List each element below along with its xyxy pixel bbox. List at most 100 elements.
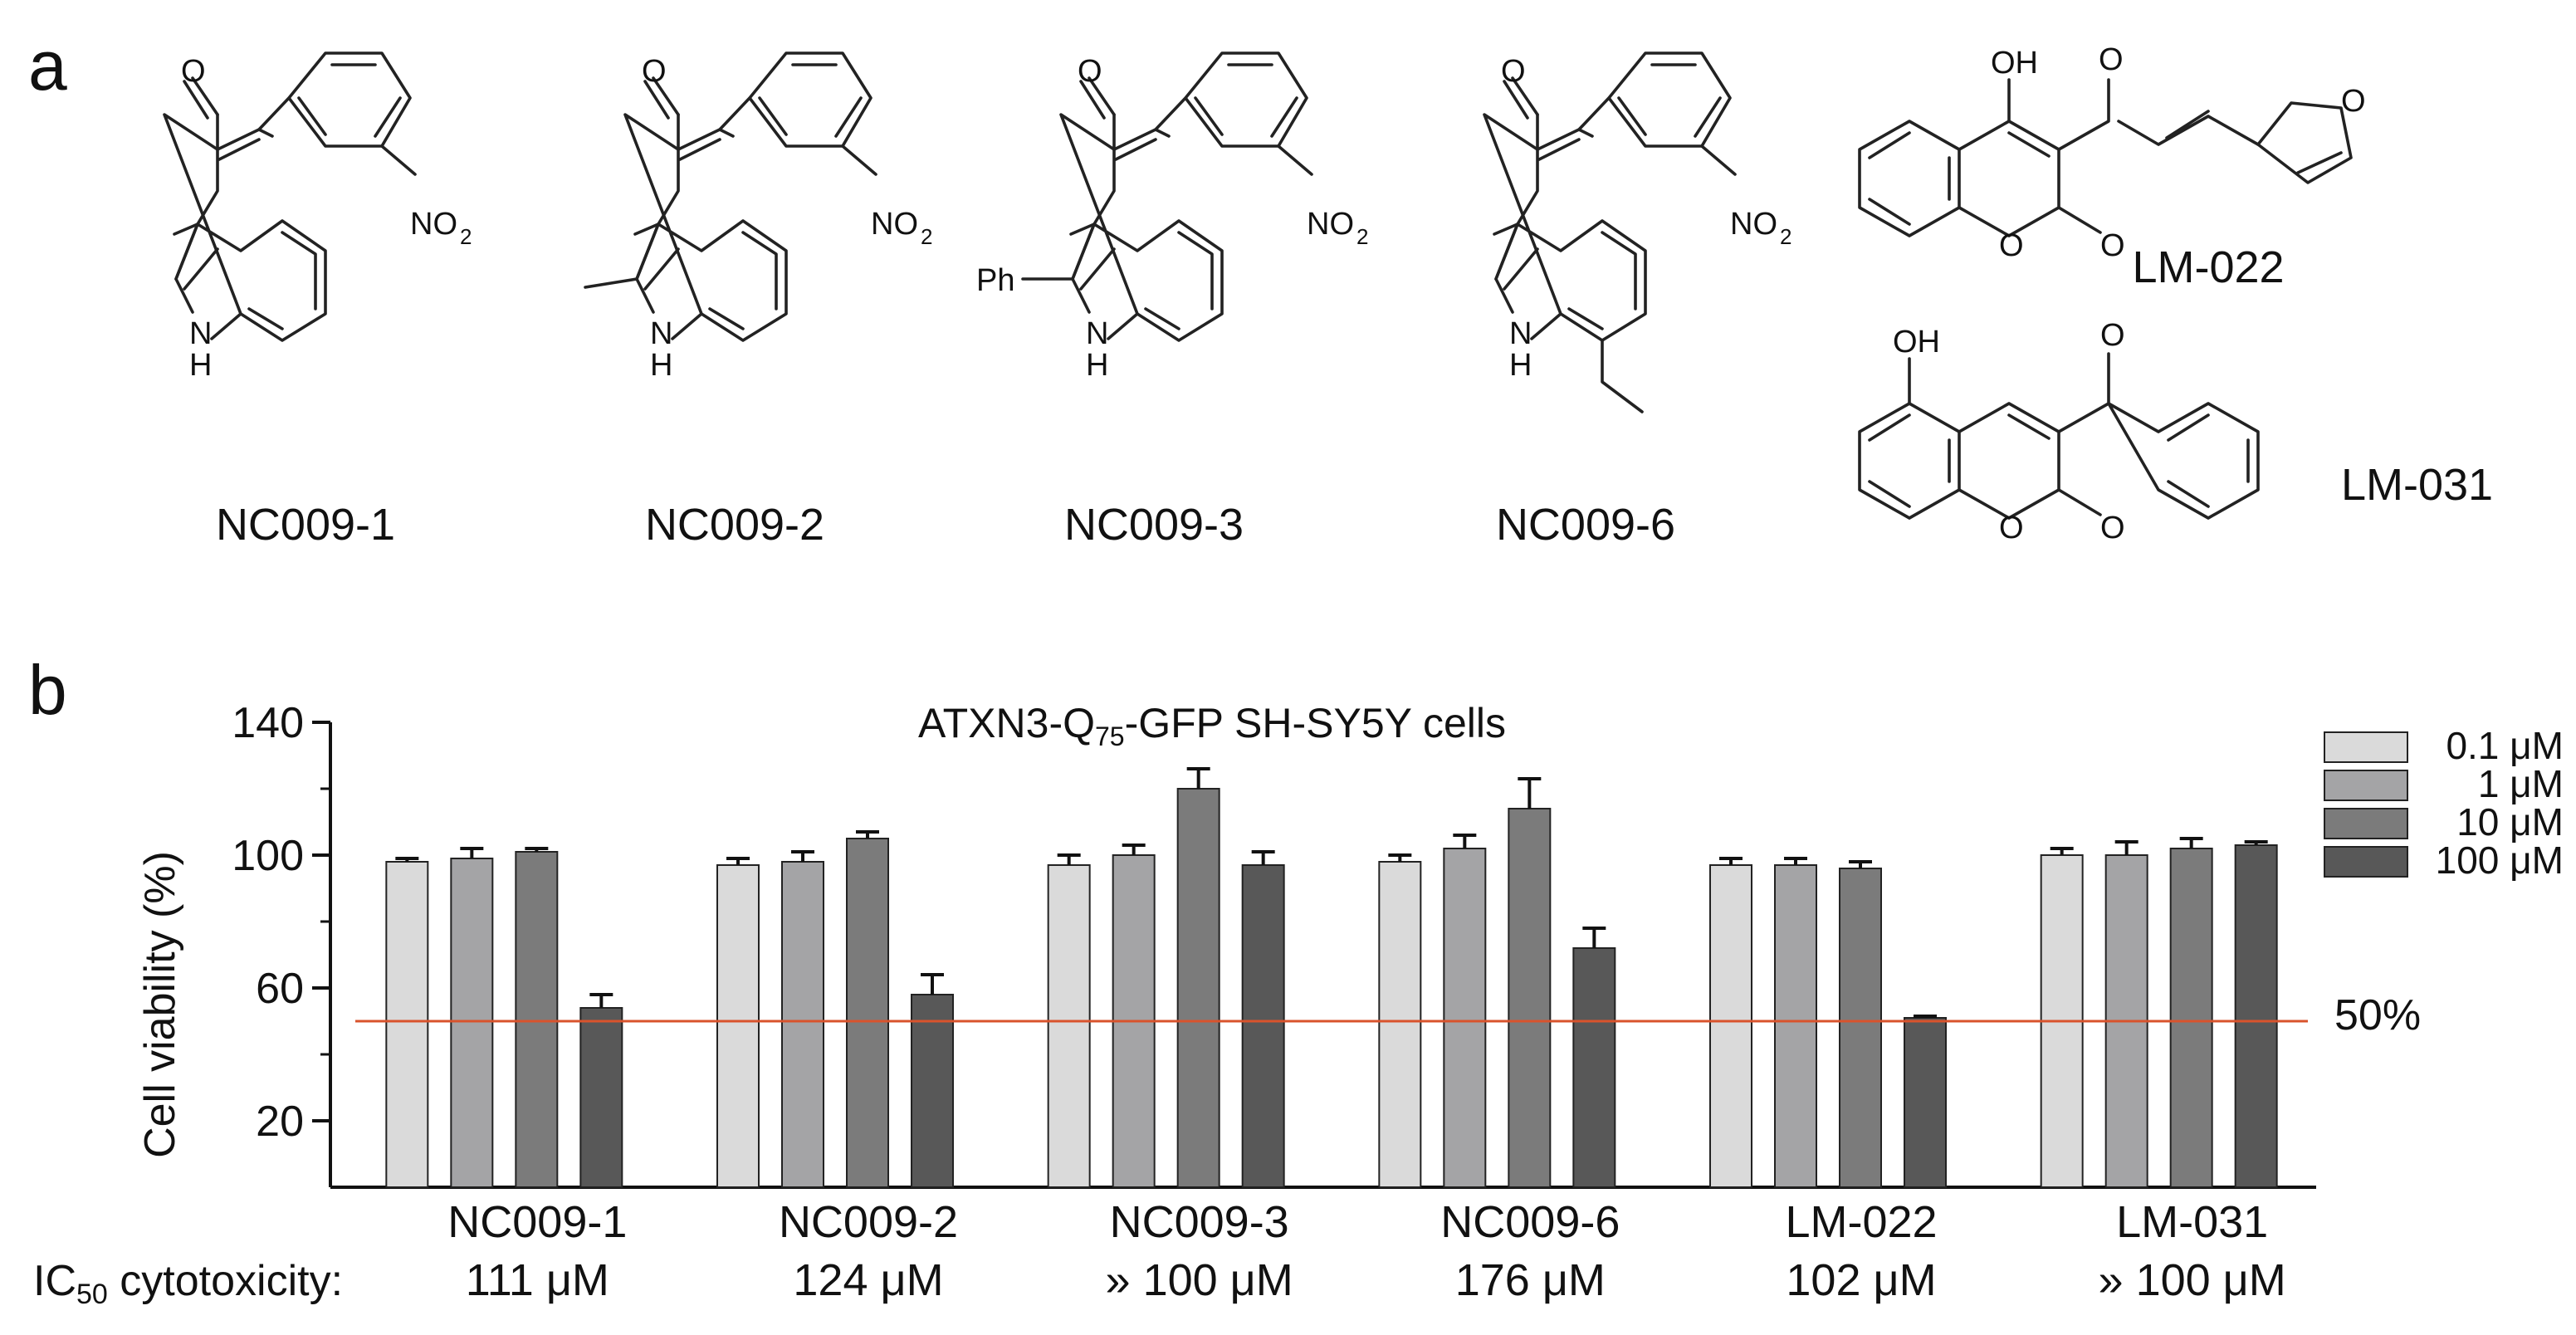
x-tick-labels: NC009-1 NC009-2 NC009-3 NC009-6 LM-022 LM-031 xyxy=(447,1197,2268,1247)
svg-text:O: O xyxy=(2100,318,2125,353)
y-axis-label: Cell viability (%) xyxy=(136,851,184,1158)
nc009-structures: O NO 2 N H NC009-1 O NO 2 N H NC009-2 Ph… xyxy=(163,51,1791,550)
ic50-value: » 100 μM xyxy=(1106,1255,1293,1305)
name-nc009-3: NC009-3 xyxy=(1064,500,1244,550)
legend-label: 0.1 μM xyxy=(2446,724,2564,767)
legend-label: 10 μM xyxy=(2456,800,2564,844)
legend-swatch xyxy=(2324,808,2408,839)
y-tick-label: 20 xyxy=(256,1098,304,1146)
svg-text:N: N xyxy=(189,316,212,351)
svg-text:O: O xyxy=(181,54,206,89)
svg-text:O: O xyxy=(2341,84,2366,119)
svg-text:O: O xyxy=(2100,228,2125,263)
svg-text:2: 2 xyxy=(1780,224,1791,249)
structure-lm-022: OH O O O O LM-022 xyxy=(1858,42,2366,292)
svg-text:NO: NO xyxy=(410,207,457,242)
legend-label: 100 μM xyxy=(2436,839,2564,882)
name-lm-022: LM-022 xyxy=(2132,242,2284,292)
svg-text:O: O xyxy=(2099,42,2124,77)
svg-text:O: O xyxy=(1999,511,2024,545)
panel-a-letter: a xyxy=(28,27,67,105)
svg-text:NO: NO xyxy=(1730,207,1777,242)
name-nc009-1: NC009-1 xyxy=(216,500,395,550)
bar xyxy=(1378,861,1422,1188)
svg-text:N: N xyxy=(650,316,672,351)
ic50-value: 111 μM xyxy=(466,1255,609,1305)
ic50-prefix: IC50 cytotoxicity: xyxy=(33,1257,343,1310)
name-nc009-6: NC009-6 xyxy=(1496,500,1675,550)
bar xyxy=(385,861,429,1188)
bar xyxy=(2234,844,2278,1188)
bar xyxy=(1709,864,1752,1188)
y-tick-label: 140 xyxy=(232,699,304,747)
svg-text:O: O xyxy=(1078,54,1102,89)
panel-b-letter: b xyxy=(28,651,67,729)
structure-nc009-2: O NO 2 N H NC009-2 xyxy=(584,51,932,550)
bar xyxy=(716,864,760,1188)
bar xyxy=(1176,788,1220,1188)
svg-text:2: 2 xyxy=(1356,224,1368,249)
ic50-value: » 100 μM xyxy=(2099,1255,2286,1305)
x-tick-label: LM-031 xyxy=(2116,1197,2268,1247)
bar xyxy=(1047,864,1091,1188)
bar xyxy=(2169,848,2213,1188)
bar xyxy=(579,1007,623,1188)
svg-text:O: O xyxy=(642,54,667,89)
bar xyxy=(1572,947,1616,1188)
bar xyxy=(515,851,559,1188)
bar xyxy=(1443,848,1487,1188)
name-lm-031: LM-031 xyxy=(2341,460,2493,510)
svg-text:OH: OH xyxy=(1991,46,2038,81)
legend-label: 1 μM xyxy=(2478,762,2564,805)
bar xyxy=(1508,808,1552,1188)
y-tick-label: 100 xyxy=(232,832,304,880)
svg-text:N: N xyxy=(1086,316,1108,351)
svg-text:O: O xyxy=(1501,54,1526,89)
structure-lm-031: OH O O O LM-031 xyxy=(1858,318,2493,545)
threshold-label: 50% xyxy=(2334,991,2421,1039)
bar xyxy=(911,994,954,1188)
y-tick-label: 60 xyxy=(256,965,304,1013)
svg-text:N: N xyxy=(1509,316,1532,351)
x-tick-label: NC009-6 xyxy=(1440,1197,1620,1247)
chart-bars xyxy=(355,767,2308,1188)
x-tick-label: NC009-2 xyxy=(779,1197,958,1247)
bar xyxy=(1241,864,1285,1188)
svg-text:NO: NO xyxy=(1307,207,1354,242)
x-tick-label: NC009-3 xyxy=(1110,1197,1289,1247)
bar xyxy=(450,858,494,1188)
svg-text:H: H xyxy=(1086,348,1108,383)
bar xyxy=(1774,864,1817,1188)
ic50-value: 176 μM xyxy=(1455,1255,1606,1305)
legend-swatch xyxy=(2324,770,2408,801)
svg-text:H: H xyxy=(189,348,212,383)
bar xyxy=(1839,868,1882,1188)
svg-text:2: 2 xyxy=(921,224,932,249)
svg-text:2: 2 xyxy=(460,224,472,249)
x-tick-label: LM-022 xyxy=(1785,1197,1937,1247)
bar xyxy=(1904,1017,1947,1188)
bar xyxy=(846,838,889,1188)
svg-text:O: O xyxy=(2100,511,2125,545)
svg-text:OH: OH xyxy=(1893,325,1940,359)
structure-nc009-1: O NO 2 N H NC009-1 xyxy=(163,51,472,550)
svg-text:O: O xyxy=(1999,228,2024,263)
svg-text:H: H xyxy=(1509,348,1532,383)
bar xyxy=(781,861,824,1188)
legend-swatch xyxy=(2324,731,2408,763)
svg-text:NO: NO xyxy=(871,207,918,242)
chart-title: ATXN3-Q75-GFP SH-SY5Y cells xyxy=(918,700,1506,751)
structure-nc009-3: Ph O NO 2 N H NC009-3 xyxy=(976,51,1368,550)
svg-text:H: H xyxy=(650,348,672,383)
ic50-value: 124 μM xyxy=(793,1255,943,1305)
substituent-ph: Ph xyxy=(976,263,1014,298)
structure-nc009-6: O NO 2 N H NC009-6 xyxy=(1483,51,1791,550)
legend-swatch xyxy=(2324,846,2408,878)
name-nc009-2: NC009-2 xyxy=(645,500,824,550)
x-tick-label: NC009-1 xyxy=(447,1197,627,1247)
chart-axes: 20 60 100 140 xyxy=(232,699,2316,1189)
ic50-row: IC50 cytotoxicity: 111 μM 124 μM » 100 μM 1… xyxy=(33,1255,2286,1310)
